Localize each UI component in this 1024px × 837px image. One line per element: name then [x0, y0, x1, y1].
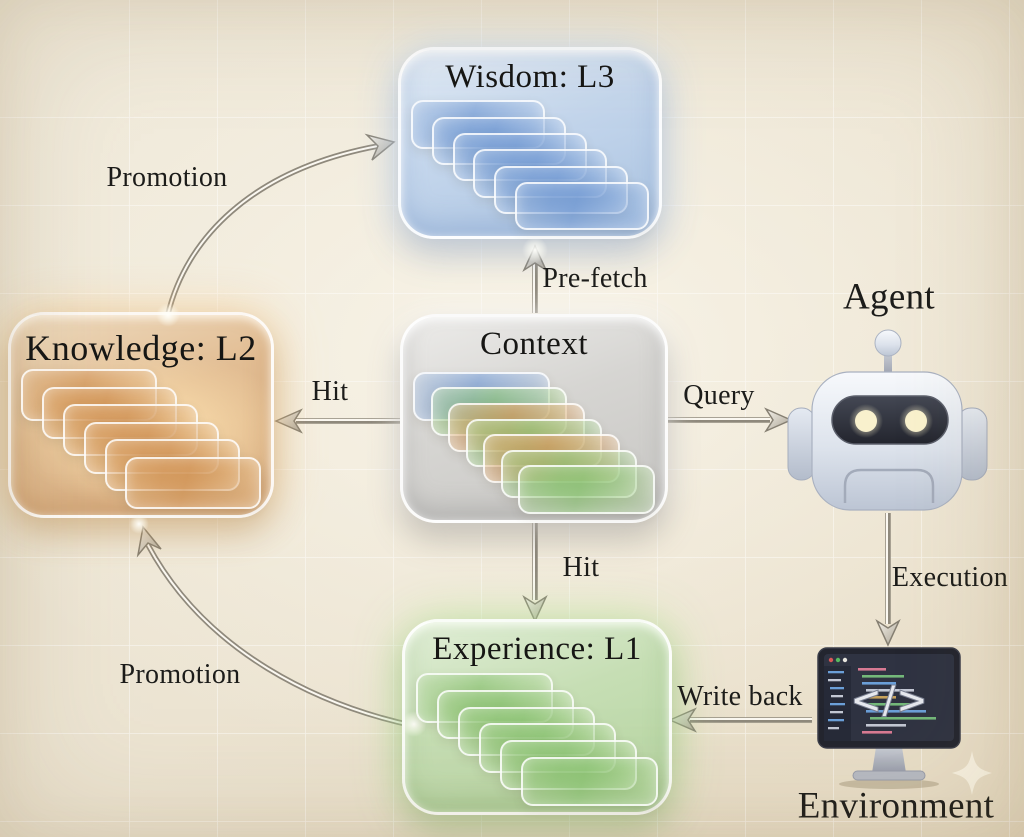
wisdom-l3-box: Wisdom: L3 [398, 47, 662, 239]
write-back-label: Write back [677, 681, 803, 712]
promotion-low-label: Promotion [119, 659, 241, 690]
experience-l1-box: Experience: L1 [402, 619, 672, 815]
promotion-up-arrow [165, 133, 396, 315]
hit-left-label: Hit [311, 376, 349, 407]
wisdom-l3-title: Wisdom: L3 [445, 59, 615, 95]
query-arrow [666, 407, 793, 433]
agent-title: Agent [843, 276, 935, 318]
environment-title: Environment [797, 785, 995, 827]
knowledge-l2-title: Knowledge: L2 [25, 328, 257, 368]
memory-card-blue [514, 182, 649, 231]
execution-arrow [875, 513, 901, 647]
knowledge-l2-box: Knowledge: L2 [8, 312, 274, 518]
write-back-arrow [668, 707, 812, 733]
context-title: Context [480, 326, 588, 362]
memory-card-green [521, 756, 659, 807]
environment-monitor-icon: </> [817, 647, 961, 789]
hit-left-arrow [274, 408, 408, 434]
query-label: Query [683, 380, 755, 411]
promotion-low-arrow [136, 525, 416, 729]
agent-robot-icon [787, 329, 988, 511]
context-box: Context [400, 314, 668, 523]
sparkle-icon [952, 751, 992, 795]
hit-down-label: Hit [562, 552, 600, 583]
promotion-up-label: Promotion [106, 162, 228, 193]
code-glyph-icon: </> [850, 678, 928, 722]
prefetch-label: Pre-fetch [542, 263, 648, 294]
hit-down-arrow [522, 523, 548, 623]
memory-card-orange [125, 457, 261, 509]
execution-label: Execution [891, 562, 1009, 593]
memory-card-green [518, 465, 655, 514]
experience-l1-title: Experience: L1 [432, 631, 642, 667]
